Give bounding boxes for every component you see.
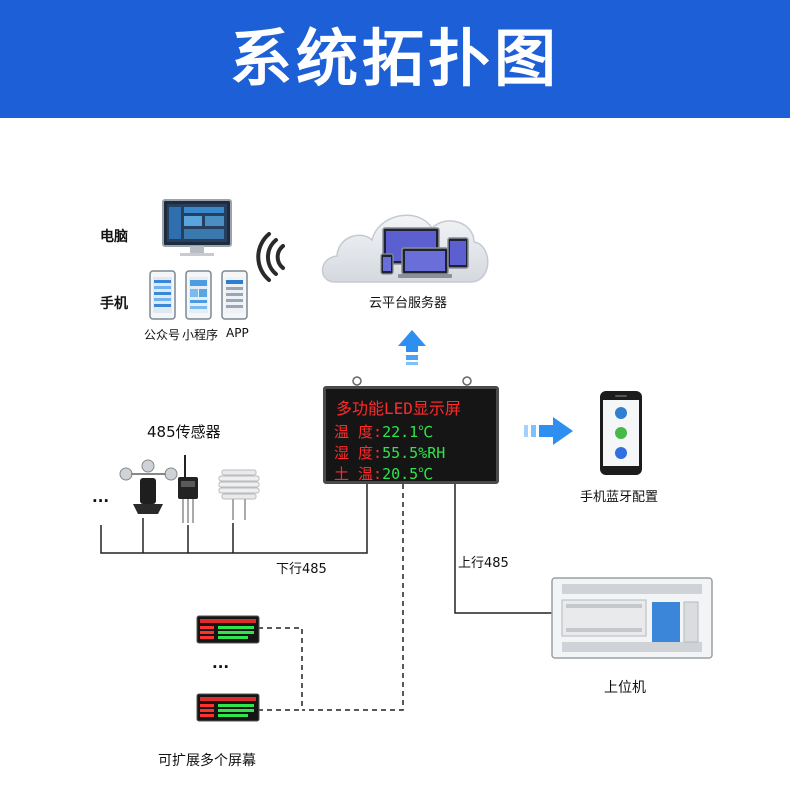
anemometer-icon: [119, 459, 178, 514]
phone-icon-mini-program: [185, 270, 212, 320]
label-phone: 手机: [100, 296, 128, 312]
led-row-2: 湿 度:55.5%RH: [334, 442, 445, 463]
label-pc: 电脑: [100, 229, 128, 245]
wireless-icon: [256, 232, 285, 282]
led-row-1-label: 温 度:: [334, 423, 383, 441]
label-expand: 可扩展多个屏幕: [158, 753, 256, 769]
shutter-box-sensor-icon: [218, 469, 260, 520]
page-title: 系统拓扑图: [229, 22, 560, 95]
uplink-line: [454, 484, 552, 614]
title-banner: 系统拓扑图: [0, 0, 790, 118]
arrow-right-icon: [524, 417, 573, 445]
label-wechat: 公众号: [144, 328, 181, 342]
phone-icon-wechat: [149, 270, 176, 320]
label-app: APP: [226, 326, 249, 340]
led-row-3-value: 20.5℃: [382, 465, 434, 483]
led-row-3: 土 温:20.5℃: [334, 463, 433, 484]
downlink-bus: [100, 484, 368, 554]
main-led-display: 多功能LED显示屏 温 度:22.1℃ 湿 度:55.5%RH 土 温:20.5…: [323, 386, 499, 484]
phone-icon-app: [221, 270, 248, 320]
soil-sensor-icon: [178, 455, 198, 523]
led-title: 多功能LED显示屏: [336, 399, 461, 418]
plc-host-icon: [551, 577, 713, 659]
arrow-up-icon: [398, 330, 426, 365]
led-hooks: [352, 376, 472, 386]
label-ellipsis-mid: ···: [212, 658, 230, 676]
label-downlink: 下行485: [276, 562, 327, 577]
label-sensors: 485传感器: [147, 423, 221, 441]
expansion-screen-1: [196, 615, 260, 644]
led-row-3-label: 土 温:: [334, 465, 383, 483]
label-cloud: 云平台服务器: [369, 296, 448, 311]
cloud-server-icon: [321, 214, 489, 283]
led-row-1-value: 22.1℃: [382, 423, 434, 441]
expansion-lines: [258, 484, 404, 711]
led-row-2-label: 湿 度:: [334, 444, 383, 462]
label-host: 上位机: [604, 680, 646, 696]
expansion-screen-2: [196, 693, 260, 722]
label-ellipsis-left: ···: [92, 492, 110, 510]
label-bluetooth: 手机蓝牙配置: [580, 490, 659, 505]
computer-icon: [162, 199, 232, 256]
label-uplink: 上行485: [458, 556, 509, 571]
bluetooth-phone-icon: [600, 391, 642, 475]
led-row-1: 温 度:22.1℃: [334, 421, 433, 442]
led-row-2-value: 55.5%RH: [382, 444, 446, 462]
label-mini-program: 小程序: [182, 328, 219, 342]
